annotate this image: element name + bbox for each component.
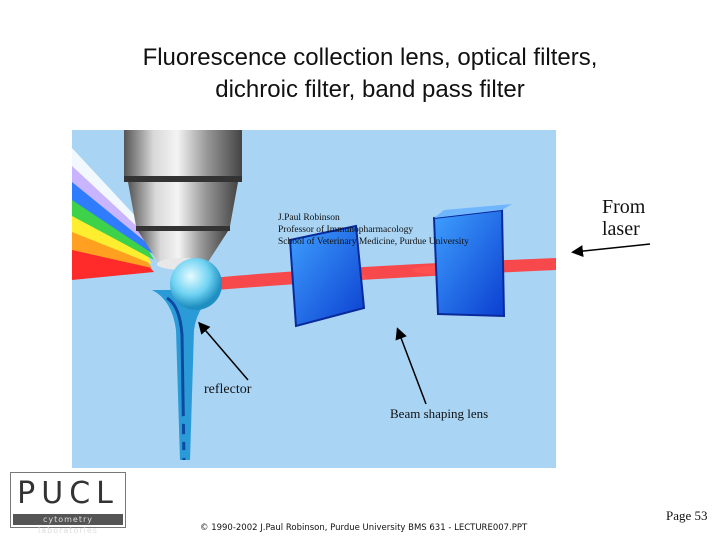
collection-lens xyxy=(124,130,242,270)
from-laser-line-2: laser xyxy=(602,218,640,240)
credit-line-2: Professor of Immunopharmacology xyxy=(278,225,414,235)
beam-shaping-lenses xyxy=(288,204,512,328)
label-beam-shaping-lens: Beam shaping lens xyxy=(390,406,489,421)
sample-stream xyxy=(152,290,222,461)
copyright-footer: © 1990-2002 J.Paul Robinson, Purdue Univ… xyxy=(200,523,528,533)
slide-title: Fluorescence collection lens, optical fi… xyxy=(60,42,680,106)
credit-line-3: School of Veterinary Medicine, Purdue Un… xyxy=(278,237,469,247)
logo-subtitle: cytometry laboratories xyxy=(13,514,123,535)
arrow-from-laser xyxy=(571,243,651,258)
title-line-1: Fluorescence collection lens, optical fi… xyxy=(142,44,598,71)
pucl-logo: PUCL cytometry laboratories xyxy=(10,472,126,535)
title-line-2: dichroic filter, band pass filter xyxy=(215,76,525,103)
label-from-laser: From laser xyxy=(602,196,645,240)
logo-word: PUCL xyxy=(17,476,119,511)
optics-svg xyxy=(72,130,556,468)
arrow-reflector xyxy=(198,321,249,381)
page-number: Page 53 xyxy=(666,508,708,523)
interrogation-point xyxy=(170,258,222,310)
label-reflector: reflector xyxy=(204,382,252,397)
image-credit: J.Paul Robinson Professor of Immunopharm… xyxy=(278,212,469,248)
from-laser-line-1: From xyxy=(602,196,646,218)
arrow-beam-shaping xyxy=(395,327,427,405)
optics-illustration xyxy=(72,130,556,468)
credit-line-1: J.Paul Robinson xyxy=(278,213,340,223)
